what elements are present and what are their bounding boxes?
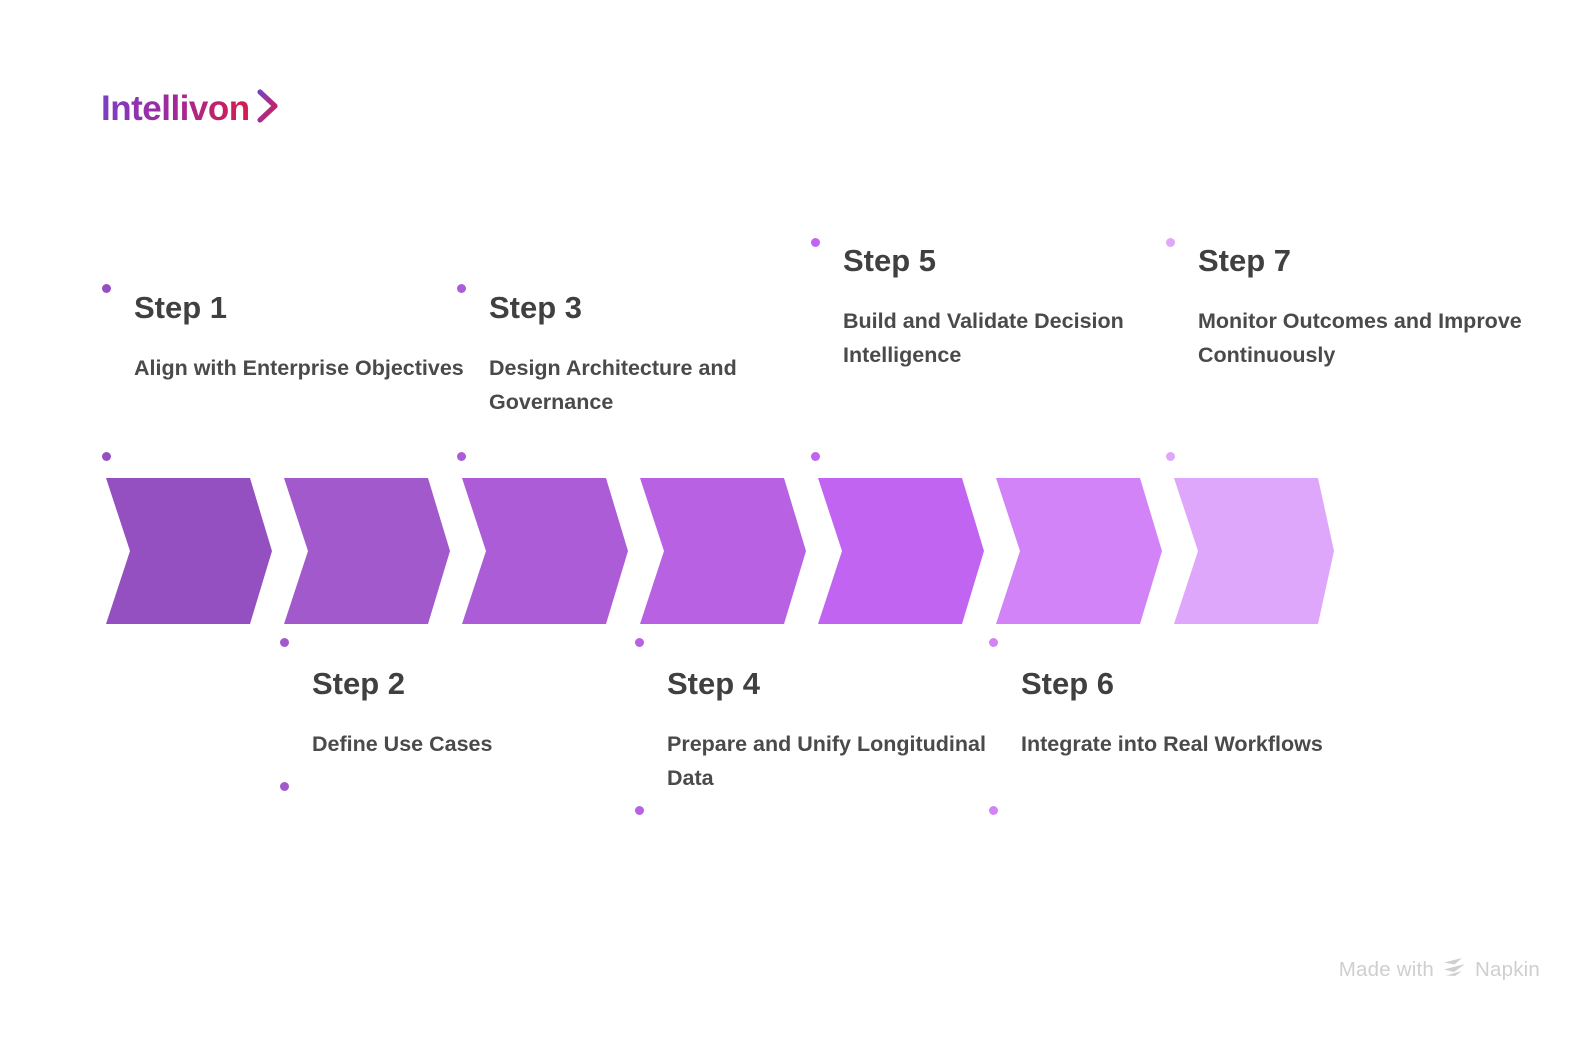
step-title: Step 1 bbox=[134, 290, 228, 325]
step-block-7: Step 7 Monitor Outcomes and Improve Cont… bbox=[1198, 243, 1528, 373]
connector-dot-top-5 bbox=[811, 238, 820, 247]
brand-wordmark: Intellivon bbox=[101, 88, 250, 128]
step-block-6: Step 6 Integrate into Real Workflows bbox=[1021, 666, 1351, 761]
chevron-3[interactable] bbox=[462, 478, 628, 624]
chevron-2[interactable] bbox=[284, 478, 450, 624]
chevron-arrows-svg bbox=[106, 478, 1334, 624]
step-description: Integrate into Real Workflows bbox=[1021, 731, 1323, 756]
chevron-arrow-row bbox=[104, 476, 1336, 631]
chevron-6[interactable] bbox=[996, 478, 1162, 624]
connector-dot-bottom-1 bbox=[102, 452, 111, 461]
step-description: Design Architecture and Governance bbox=[489, 355, 737, 415]
connector-dot-bottom-2 bbox=[280, 782, 289, 791]
connector-dot-top-3 bbox=[457, 284, 466, 293]
step-description: Prepare and Unify Longitudinal Data bbox=[667, 731, 986, 791]
step-description: Define Use Cases bbox=[312, 731, 493, 756]
napkin-product-name: Napkin bbox=[1474, 957, 1540, 981]
connector-dot-top-4 bbox=[635, 638, 644, 647]
made-with-label: Made with bbox=[1338, 957, 1434, 981]
napkin-stack-icon bbox=[1442, 956, 1467, 983]
step-description: Monitor Outcomes and Improve Continuousl… bbox=[1198, 308, 1522, 368]
made-with-napkin-badge[interactable]: Made with Napkin bbox=[1339, 956, 1540, 983]
step-title: Step 3 bbox=[489, 290, 583, 325]
step-block-1: Step 1 Align with Enterprise Objectives bbox=[134, 290, 464, 385]
chevron-5[interactable] bbox=[818, 478, 984, 624]
step-block-3: Step 3 Design Architecture and Governanc… bbox=[489, 290, 819, 420]
connector-dot-top-2 bbox=[280, 638, 289, 647]
step-block-4: Step 4 Prepare and Unify Longitudinal Da… bbox=[667, 666, 997, 796]
step-description: Align with Enterprise Objectives bbox=[134, 355, 464, 380]
connector-dot-bottom-5 bbox=[811, 452, 820, 461]
step-title: Step 6 bbox=[1021, 666, 1115, 701]
step-description: Build and Validate Decision Intelligence bbox=[843, 308, 1124, 368]
step-title: Step 5 bbox=[843, 243, 937, 278]
connector-dot-top-6 bbox=[989, 638, 998, 647]
step-title: Step 4 bbox=[667, 666, 761, 701]
chevron-7[interactable] bbox=[1174, 478, 1334, 624]
chevron-1[interactable] bbox=[106, 478, 272, 624]
connector-dot-bottom-4 bbox=[635, 806, 644, 815]
step-block-5: Step 5 Build and Validate Decision Intel… bbox=[843, 243, 1173, 373]
connector-dot-bottom-7 bbox=[1166, 452, 1175, 461]
brand-logo[interactable]: Intellivon bbox=[101, 88, 281, 128]
chevron-4[interactable] bbox=[640, 478, 806, 624]
chevron-right-icon bbox=[255, 89, 281, 128]
connector-dot-bottom-6 bbox=[989, 806, 998, 815]
step-title: Step 7 bbox=[1198, 243, 1292, 278]
connector-dot-bottom-3 bbox=[457, 452, 466, 461]
connector-dot-top-1 bbox=[102, 284, 111, 293]
connector-dot-top-7 bbox=[1166, 238, 1175, 247]
step-block-2: Step 2 Define Use Cases bbox=[312, 666, 642, 761]
step-title: Step 2 bbox=[312, 666, 406, 701]
